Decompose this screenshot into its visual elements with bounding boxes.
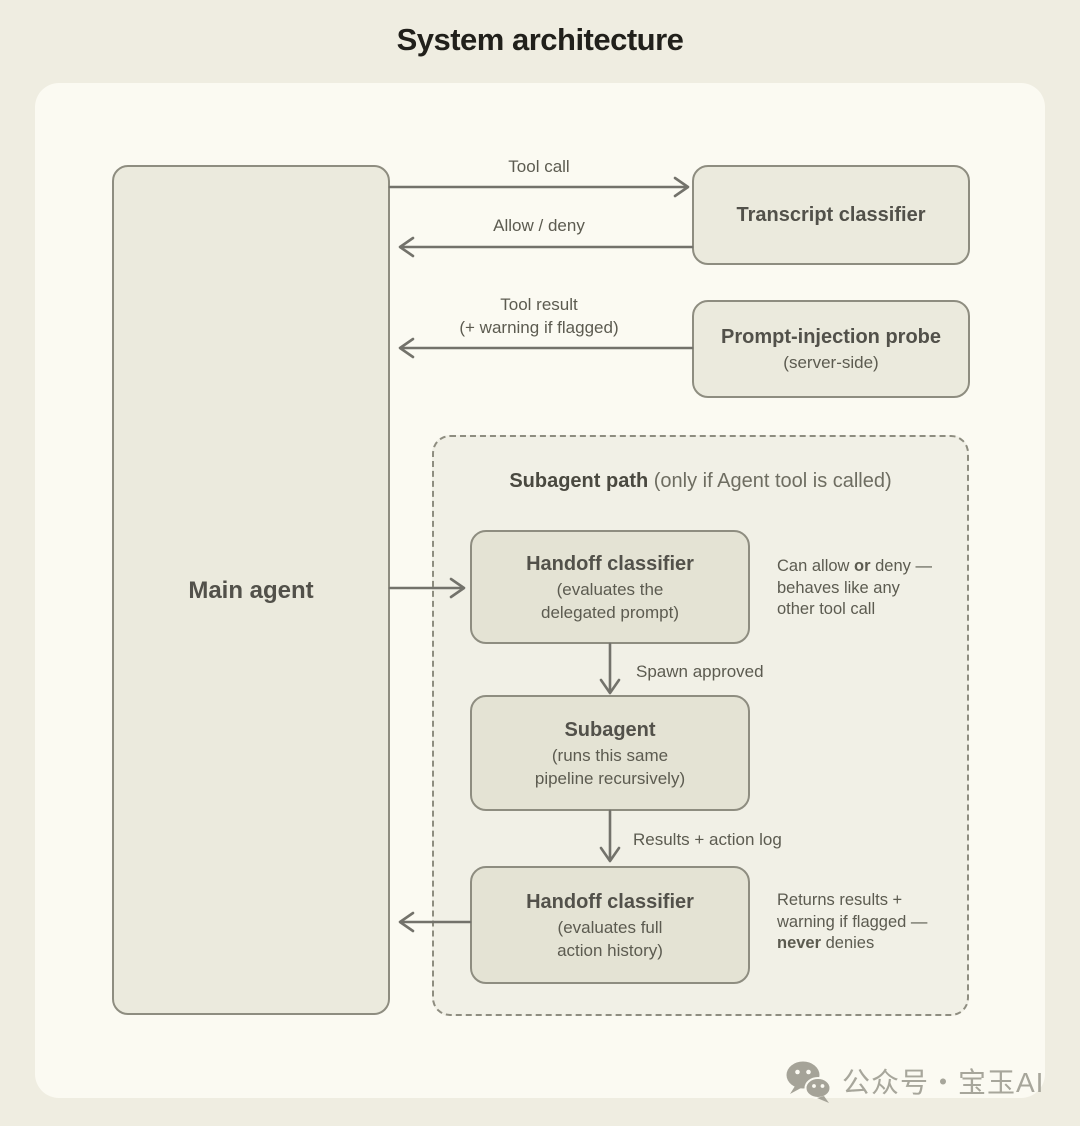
handoff-1-annotation: Can allow or deny — behaves like any oth…	[777, 556, 962, 621]
annotation-text: deny —	[870, 557, 932, 575]
subagent-path-header-rest: (only if Agent tool is called)	[648, 470, 892, 492]
watermark-text: 公众号・宝玉AI	[842, 1067, 1045, 1098]
tool-call-label: Tool call	[508, 157, 570, 176]
results-action-log-label: Results + action log	[633, 830, 782, 849]
prompt-injection-probe-node: Prompt-injection probe (server-side)	[692, 300, 970, 398]
handoff-classifier-1-node: Handoff classifier (evaluates the delega…	[470, 530, 750, 644]
main-agent-label: Main agent	[188, 576, 314, 604]
prompt-injection-probe-label: Prompt-injection probe	[721, 326, 941, 348]
subagent-subline-1: (runs this same	[551, 745, 669, 765]
handoff-classifier-2-node: Handoff classifier (evaluates full actio…	[470, 866, 750, 984]
transcript-classifier-node: Transcript classifier	[692, 165, 970, 265]
handoff-classifier-1-subline-1: (evaluates the	[556, 579, 664, 599]
main-agent-node: Main agent	[112, 165, 390, 1015]
annotation-text: denies	[821, 934, 875, 952]
subagent-path-header-bold: Subagent path	[509, 470, 649, 492]
annotation-bold-text: or	[854, 557, 871, 575]
prompt-injection-probe-sublabel: (server-side)	[783, 353, 879, 372]
handoff-2-annotation-line-1: Returns results +	[777, 891, 903, 909]
subagent-path-header: Subagent path (only if Agent tool is cal…	[432, 470, 969, 493]
annotation-text: Can allow	[777, 557, 855, 575]
tool-result-label: Tool result (+ warning if flagged)	[390, 293, 688, 339]
page-title: System architecture	[396, 22, 684, 57]
handoff-classifier-2-label: Handoff classifier	[526, 890, 694, 913]
subagent-label: Subagent	[564, 718, 656, 741]
handoff-2-annotation-line-2: warning if flagged —	[777, 912, 928, 931]
handoff-classifier-2-subline-1: (evaluates full	[557, 917, 663, 937]
tool-result-label-line-1: Tool result	[500, 295, 578, 314]
wechat-icon	[786, 1061, 832, 1103]
allow-deny-label: Allow / deny	[493, 216, 585, 235]
handoff-classifier-1-subline-2: delegated prompt)	[541, 602, 679, 622]
handoff-classifier-2-subline-2: action history)	[557, 940, 663, 960]
watermark: 公众号・宝玉AI	[784, 1058, 1044, 1104]
handoff-2-annotation-line-3: never denies	[777, 933, 962, 955]
annotation-bold-text: never	[777, 934, 822, 952]
spawn-approved-label: Spawn approved	[636, 662, 764, 681]
tool-result-label-line-2: (+ warning if flagged)	[459, 318, 619, 337]
handoff-2-annotation: Returns results + warning if flagged — n…	[777, 890, 962, 955]
subagent-node: Subagent (runs this same pipeline recurs…	[470, 695, 750, 811]
transcript-classifier-label: Transcript classifier	[736, 203, 926, 226]
handoff-classifier-1-label: Handoff classifier	[526, 552, 694, 575]
handoff-1-annotation-line-1: Can allow or deny —	[777, 556, 962, 578]
subagent-subline-2: pipeline recursively)	[534, 768, 686, 788]
handoff-1-annotation-line-2: behaves like any	[777, 578, 900, 597]
handoff-1-annotation-line-3: other tool call	[777, 600, 876, 618]
